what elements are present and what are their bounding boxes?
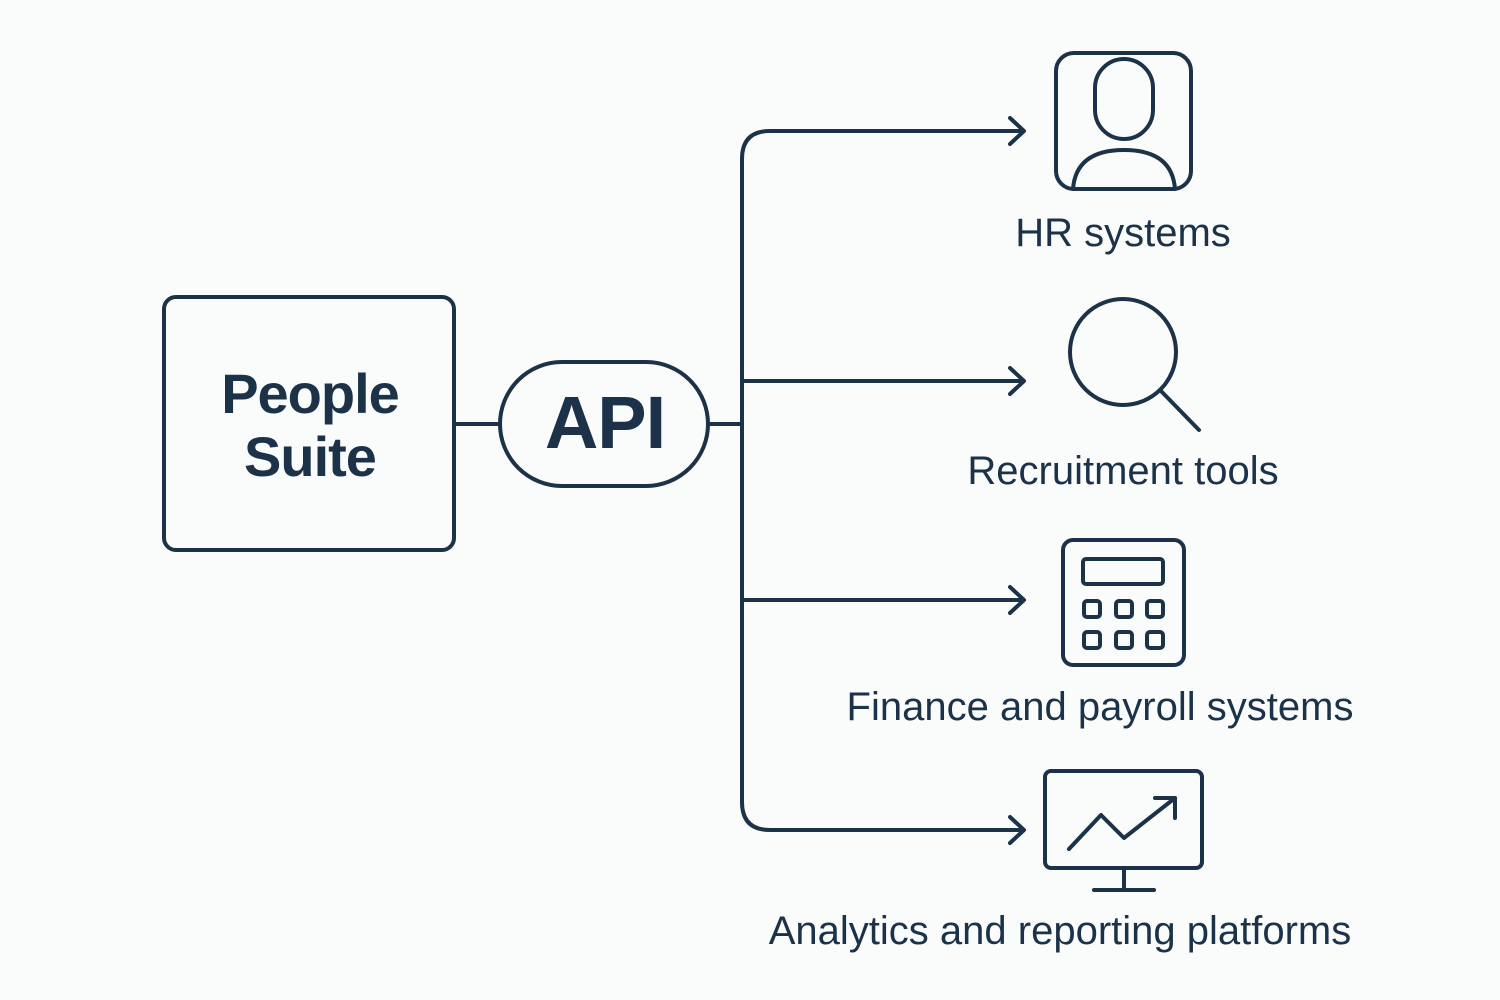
target-label-finance: Finance and payroll systems <box>846 685 1354 729</box>
arrow-head-recruitment <box>1008 366 1026 396</box>
people-suite-line1: People <box>221 362 400 425</box>
search-icon <box>1068 297 1201 432</box>
branch-trunk <box>740 129 1024 832</box>
target-label-analytics: Analytics and reporting platforms <box>768 909 1352 953</box>
monitor-chart-icon <box>1043 769 1204 892</box>
api-label: API <box>544 381 666 464</box>
arrow-head-analytics <box>1008 815 1026 845</box>
user-icon <box>1054 51 1193 191</box>
arrow-head-finance <box>1008 585 1026 615</box>
arrow-head-hr <box>1008 116 1026 146</box>
calculator-icon <box>1061 538 1186 667</box>
target-label-recruitment: Recruitment tools <box>967 449 1279 493</box>
people-suite-label: People Suite <box>165 362 455 488</box>
target-label-hr: HR systems <box>1015 211 1231 255</box>
people-suite-line2: Suite <box>244 425 377 488</box>
